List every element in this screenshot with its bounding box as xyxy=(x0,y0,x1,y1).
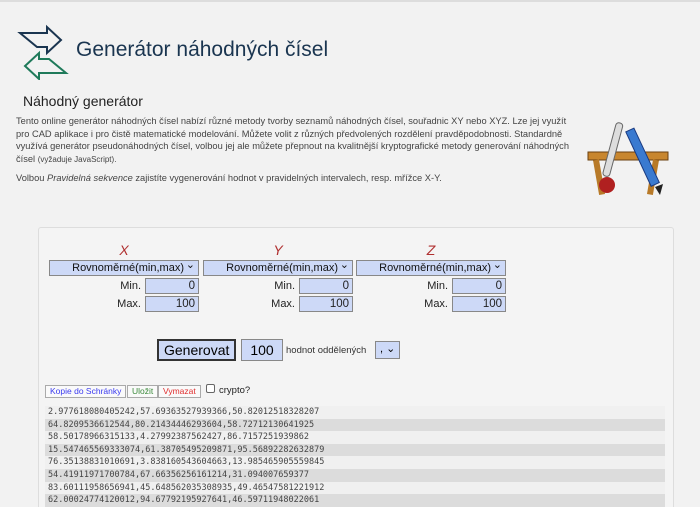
min-label: Min. xyxy=(427,280,448,292)
crypto-label: crypto? xyxy=(219,385,251,396)
copy-button[interactable]: Kopie do Schránky xyxy=(45,385,127,398)
min-label: Min. xyxy=(120,280,141,292)
axis-z-column: Z Rovnoměrné(min,max) Min. 0 Max. 100 xyxy=(356,238,506,312)
output-row: 2.977618080405242,57.69363527939366,50.8… xyxy=(45,406,665,419)
generator-panel: X Rovnoměrné(min,max) Min. 0 Max. 100 Y Ro… xyxy=(38,227,674,507)
axis-x-min-input[interactable]: 0 xyxy=(145,278,199,294)
axis-y-label: Y xyxy=(273,242,283,258)
clear-button[interactable]: Vymazat xyxy=(158,385,201,398)
axis-x-max-input[interactable]: 100 xyxy=(145,296,199,312)
max-label: Max. xyxy=(117,298,141,310)
logo-arrows-icon xyxy=(17,24,69,80)
output-row: 62.00024774120012,94.67792195927641,46.5… xyxy=(45,494,665,507)
axis-x-column: X Rovnoměrné(min,max) Min. 0 Max. 100 xyxy=(49,238,199,312)
min-label: Min. xyxy=(274,280,295,292)
separator-select[interactable]: , ⌄ xyxy=(375,341,400,359)
save-button[interactable]: Uložit xyxy=(127,385,159,398)
axis-z-label: Z xyxy=(426,242,436,258)
axis-z-max-input[interactable]: 100 xyxy=(452,296,506,312)
axis-y-min-input[interactable]: 0 xyxy=(299,278,353,294)
description: Tento online generátor náhodných čísel n… xyxy=(16,116,569,164)
tools-illustration-icon xyxy=(587,122,669,195)
axis-y-max-input[interactable]: 100 xyxy=(299,296,353,312)
page-title: Generátor náhodných čísel xyxy=(76,38,329,61)
output-row: 83.60111958656941,45.648562035308935,49.… xyxy=(45,481,665,495)
axis-z-distribution-select[interactable]: Rovnoměrné(min,max) xyxy=(356,258,506,276)
axis-y-column: Y Rovnoměrné(min,max) Min. 0 Max. 100 xyxy=(203,238,353,312)
output-list: 2.977618080405242,57.69363527939366,50.8… xyxy=(45,406,665,507)
output-row: 58.50178966315133,4.27992387562427,86.71… xyxy=(45,431,665,444)
axis-x-distribution-select[interactable]: Rovnoměrné(min,max) xyxy=(49,258,199,276)
output-row: 76.35138831010691,3.838160543604663,13.9… xyxy=(45,456,665,469)
axis-y-distribution-select[interactable]: Rovnoměrné(min,max) xyxy=(203,258,353,276)
sequence-note: Volbou Pravidelná sekvence zajistíte vyg… xyxy=(16,173,442,183)
output-row: 15.547465569333074,61.38705495209871,95.… xyxy=(45,443,665,457)
axis-z-min-input[interactable]: 0 xyxy=(452,278,506,294)
axis-x-label: X xyxy=(119,242,129,258)
max-label: Max. xyxy=(424,298,448,310)
section-title: Náhodný generátor xyxy=(23,93,143,109)
max-label: Max. xyxy=(271,298,295,310)
crypto-checkbox[interactable] xyxy=(206,384,215,393)
count-input[interactable]: 100 xyxy=(241,339,283,361)
output-row: 64.8209536612544,80.21434446293604,58.72… xyxy=(45,418,665,432)
output-row: 54.41911971700784,67.66356256161214,31.0… xyxy=(45,468,665,482)
generate-button[interactable]: Generovat xyxy=(157,339,237,361)
separator-label: hodnot oddělených xyxy=(286,345,367,356)
